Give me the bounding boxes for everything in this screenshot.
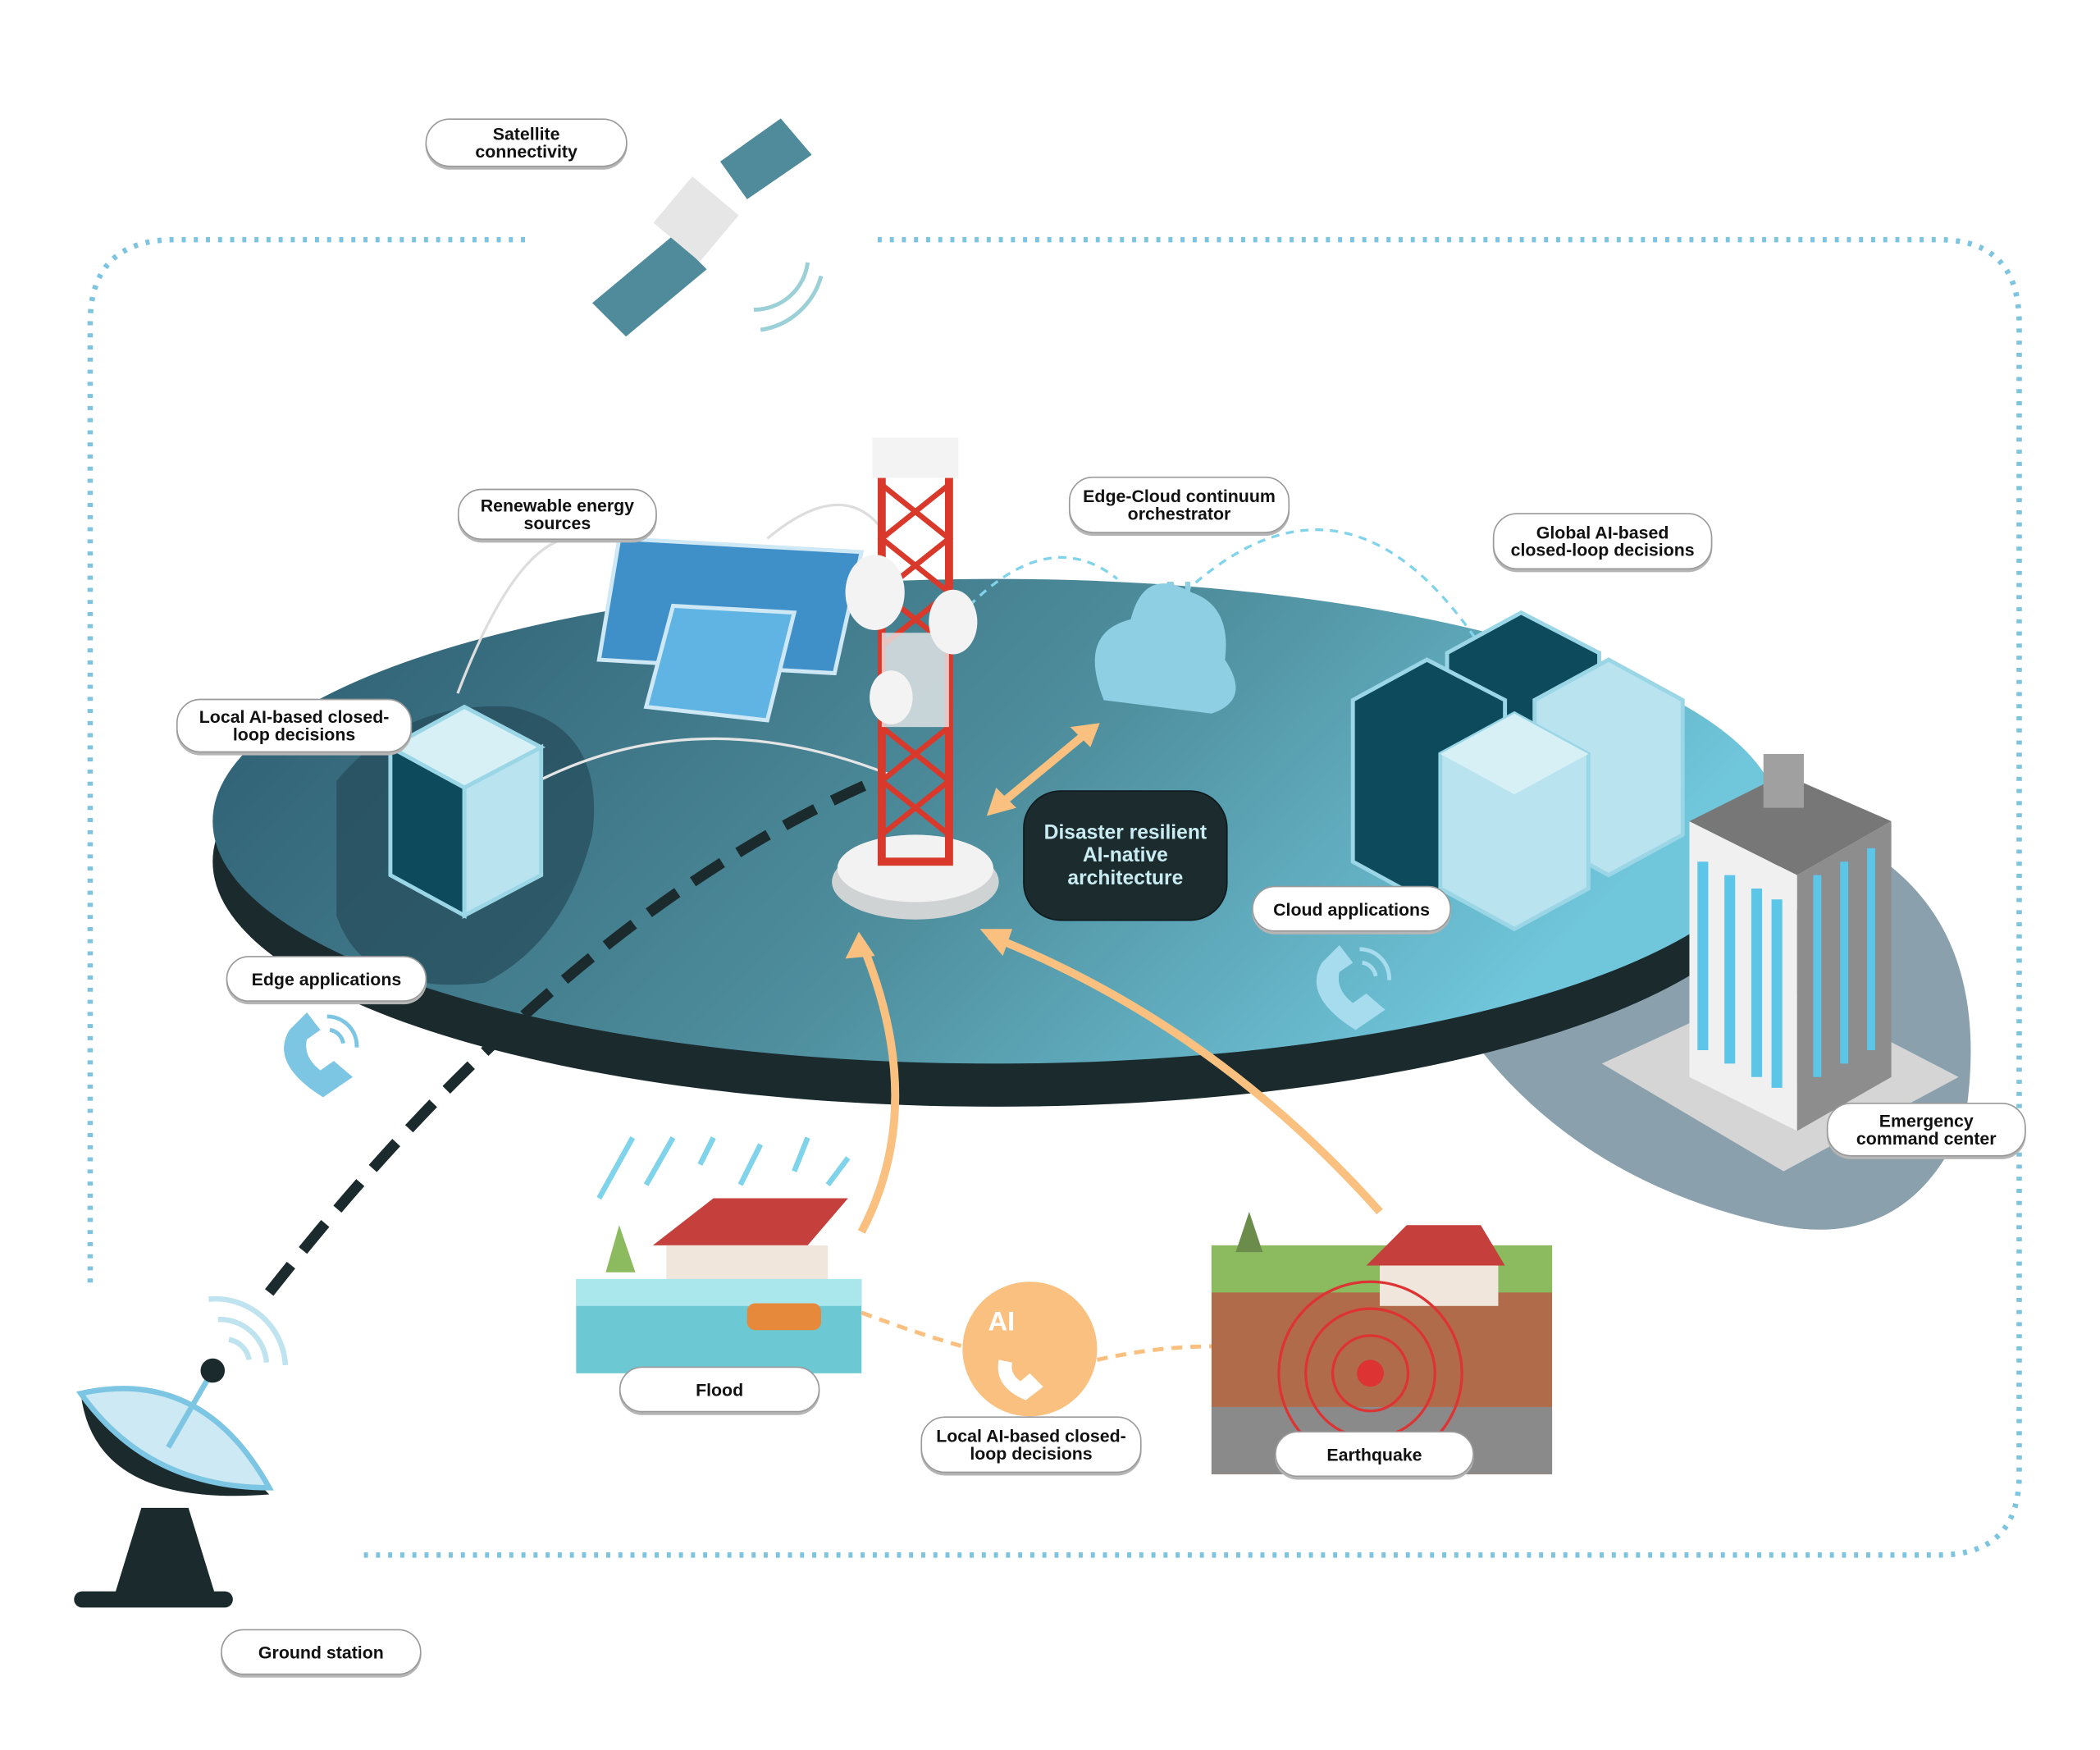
core-line: architecture: [1067, 866, 1184, 890]
core-line: Disaster resilient: [1043, 821, 1208, 844]
core-line: AI-native: [1082, 843, 1168, 867]
cloud-servers-icon: [1350, 610, 1685, 932]
label-line: Local AI-based closed-: [936, 1425, 1126, 1446]
label-line: Edge applications: [251, 968, 402, 989]
arrow-heads: [845, 723, 1100, 959]
edge-tower-link: [537, 737, 889, 783]
label-local-ai-decisions-edge: Local AI-based closed-loop decisions: [176, 698, 413, 753]
ai-cloud-icon: AI: [1094, 574, 1236, 714]
label-line: Local AI-based closed-: [199, 706, 390, 728]
label-line: Satellite: [492, 123, 560, 144]
emergency-building-icon: [1601, 753, 1959, 1172]
label-line: Ground station: [258, 1642, 384, 1662]
solar-tower-link: [766, 503, 890, 540]
label-line: Renewable energy: [480, 495, 635, 516]
label-earthquake: Earthquake: [1275, 1431, 1474, 1478]
label-line: Global AI-based: [1536, 522, 1669, 543]
ground-station-dish-icon: [74, 1295, 289, 1608]
label-line: loop decisions: [232, 724, 356, 745]
label-line: Earthquake: [1326, 1443, 1422, 1464]
local-ai-alert-icon: AI: [861, 1282, 1212, 1417]
solar-panels-icon: [596, 536, 865, 723]
label-local-ai-decisions-disaster: Local AI-based closed-loop decisions: [920, 1416, 1142, 1474]
data-flow-arrows: [857, 726, 1383, 1234]
orchestrator-link: [968, 528, 1482, 647]
network-boundary: [87, 236, 2022, 1558]
label-line: Cloud applications: [1273, 898, 1430, 919]
earthquake-scene-icon: [1211, 1211, 1553, 1474]
label-cloud-applications: Cloud applications: [1252, 885, 1451, 932]
label-ground-station: Ground station: [221, 1629, 422, 1675]
phone-icon-cloud: [1316, 944, 1391, 1030]
label-line: Emergency: [1879, 1110, 1974, 1131]
label-edge-applications: Edge applications: [226, 956, 427, 1002]
solar-link: [456, 537, 566, 694]
svg-text:AI: AI: [988, 1305, 1015, 1336]
svg-text:AI: AI: [1157, 574, 1193, 614]
label-line: closed-loop decisions: [1510, 540, 1695, 560]
flood-scene-icon: [576, 1136, 862, 1373]
label-line: orchestrator: [1127, 503, 1231, 524]
ground-satellite-link: [265, 775, 878, 1296]
edge-server-icon: [386, 704, 546, 920]
label-line: sources: [523, 513, 591, 533]
label-line: loop decisions: [970, 1443, 1093, 1464]
label-flood: Flood: [619, 1366, 820, 1413]
label-line: Edge-Cloud continuum: [1083, 486, 1276, 507]
cell-tower-icon: [832, 437, 999, 920]
label-line: connectivity: [475, 141, 578, 162]
satellite-icon: [592, 118, 824, 337]
phone-icon-edge: [284, 1012, 359, 1098]
label-line: command center: [1856, 1128, 1997, 1149]
label-line: Flood: [696, 1379, 744, 1400]
